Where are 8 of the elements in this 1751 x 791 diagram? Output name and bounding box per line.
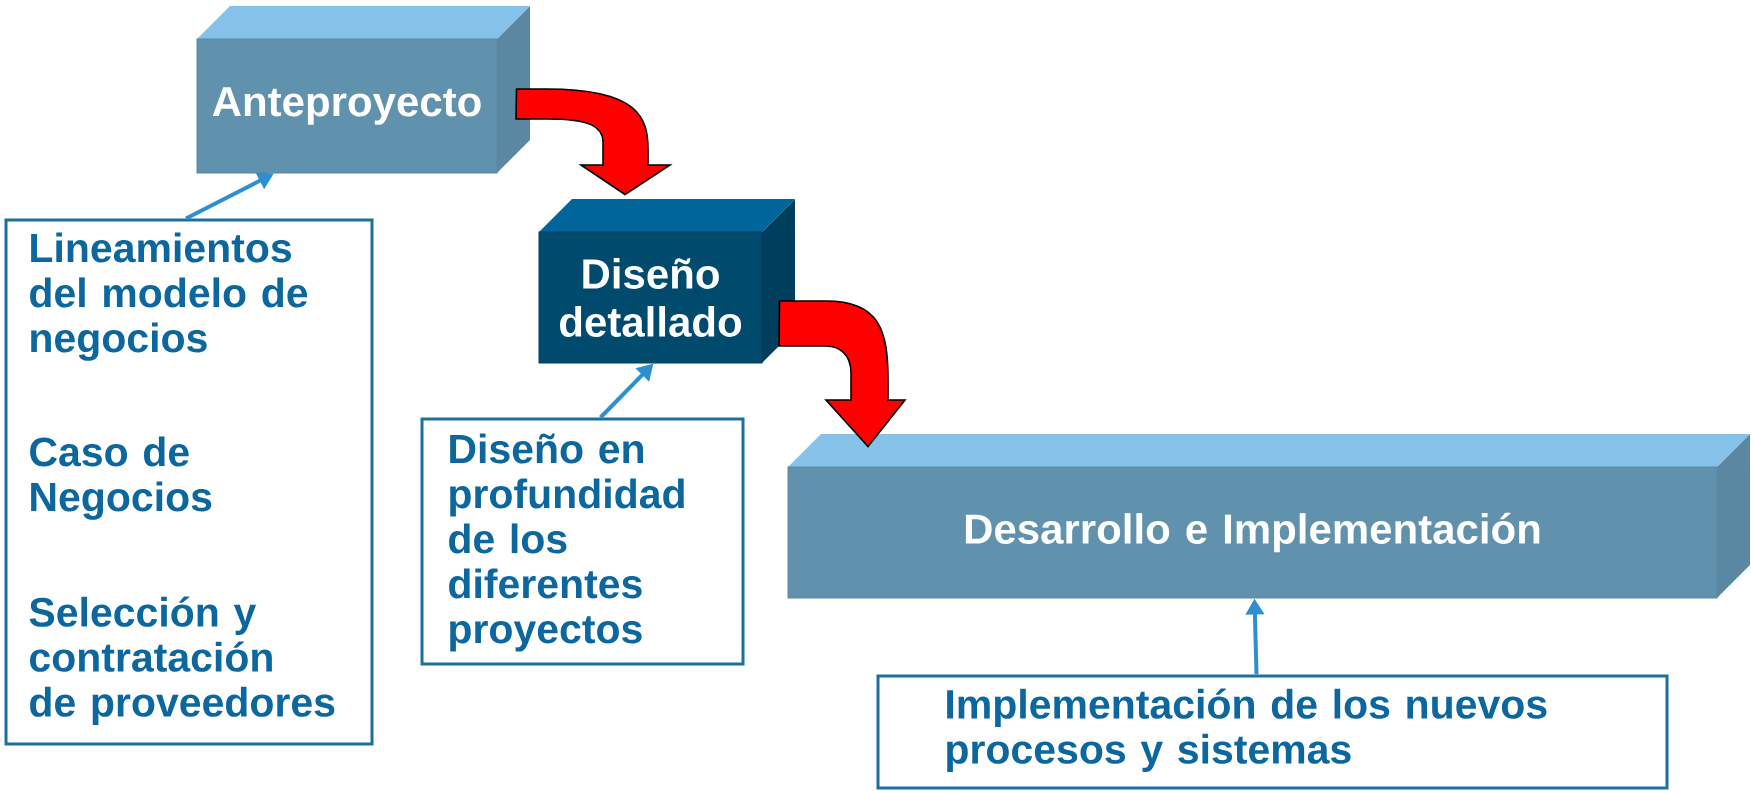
curved-arrow — [778, 300, 906, 448]
box: Diseño detallado — [538, 199, 795, 364]
text-box: Implementación de los nuevos procesos y sistemas — [876, 674, 1669, 790]
text-box: Lineamientos del modelo de negocios Caso de Negocios Selección y contratación de proveedores — [4, 218, 374, 746]
text-box: Diseño en profundidad de los diferentes proyectos — [420, 417, 745, 666]
box: Anteproyecto — [196, 6, 530, 174]
box: Desarrollo e Implementación — [787, 434, 1750, 599]
curved-arrow — [515, 88, 671, 196]
